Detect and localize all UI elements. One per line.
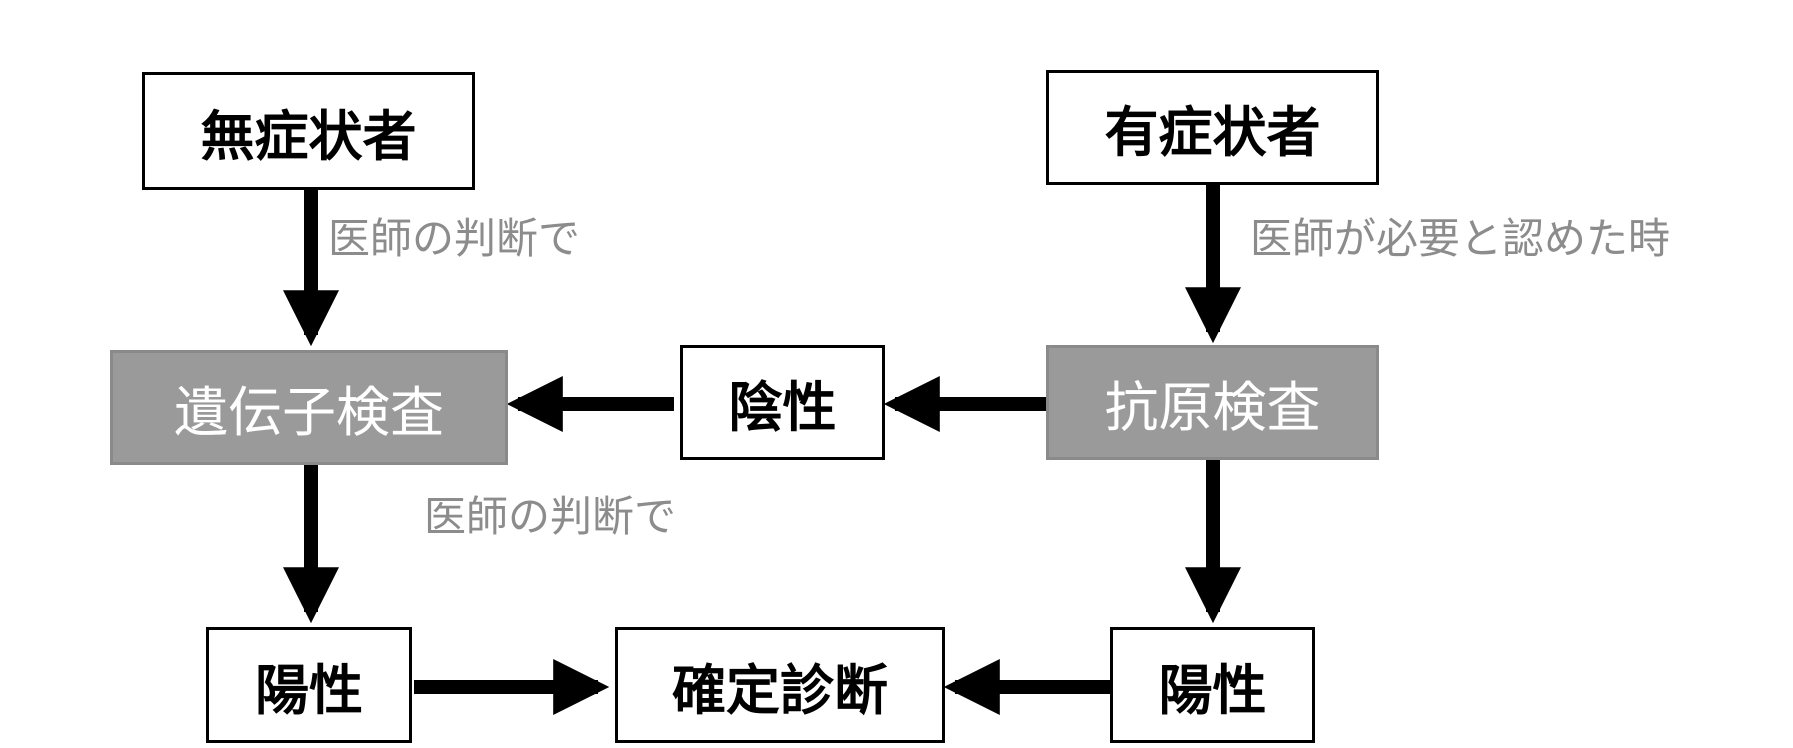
- negative-label: 陰性: [728, 376, 837, 439]
- positive-left-label: 陽性: [255, 658, 363, 722]
- diagnosis-box: 確定診断: [615, 627, 945, 743]
- genetic-test-box: 遺伝子検査: [110, 350, 508, 465]
- positive-right-label: 陽性: [1158, 658, 1267, 722]
- genetic-test-label: 遺伝子検査: [174, 381, 444, 444]
- symptomatic-label: 有症状者: [1104, 101, 1321, 164]
- symptomatic-box: 有症状者: [1046, 70, 1379, 185]
- asymptomatic-box: 無症状者: [142, 72, 475, 190]
- note-doctor-deems-necessary: 医師が必要と認めた時: [1250, 214, 1671, 263]
- diagnosis-label: 確定診断: [672, 658, 888, 722]
- positive-left-box: 陽性: [206, 627, 412, 743]
- note-doctor-judgment-top: 医師の判断で: [328, 214, 581, 263]
- negative-box: 陰性: [680, 345, 885, 460]
- note-doctor-judgment-middle: 医師の判断で: [424, 492, 677, 541]
- antigen-test-box: 抗原検査: [1046, 345, 1379, 460]
- antigen-test-label: 抗原検査: [1104, 376, 1321, 439]
- positive-right-box: 陽性: [1110, 627, 1315, 743]
- asymptomatic-label: 無症状者: [200, 104, 417, 168]
